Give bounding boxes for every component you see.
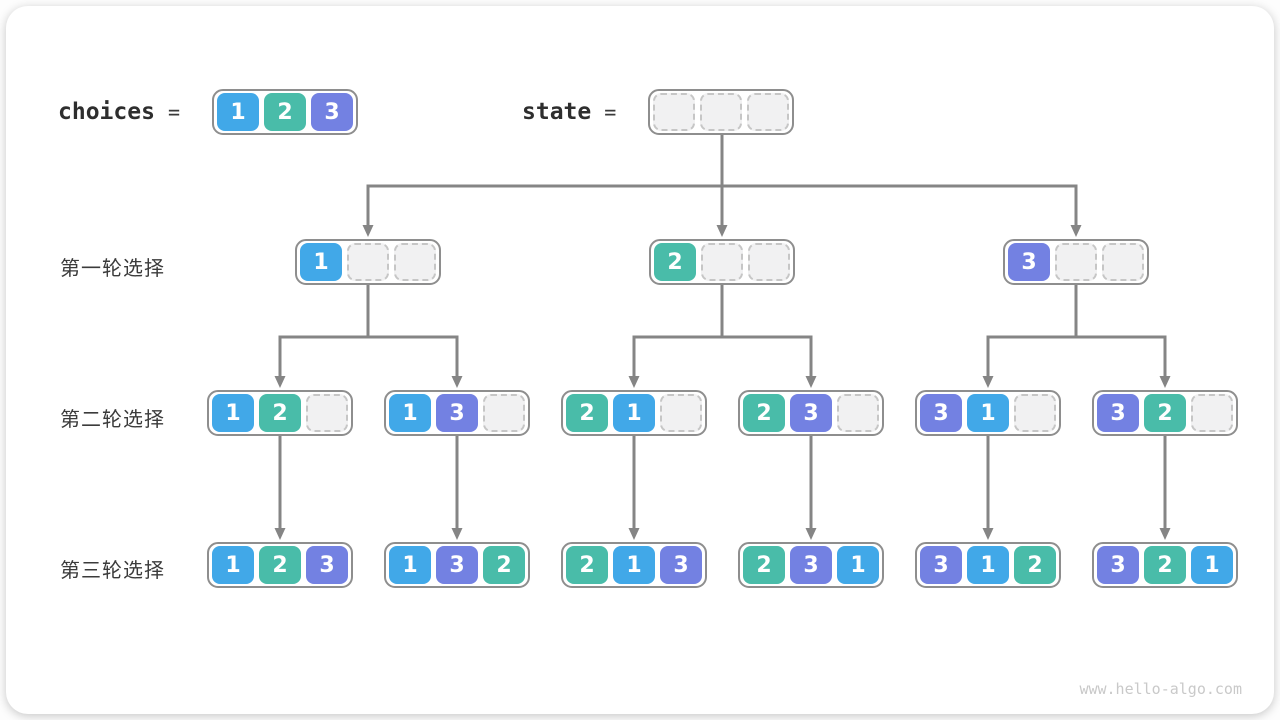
state-label: state =: [522, 89, 616, 135]
tree-node-r3-4: 2 3 1: [738, 542, 884, 588]
node-cell: [306, 394, 348, 432]
node-cell: 2: [566, 394, 608, 432]
choice-cell: 3: [311, 93, 353, 131]
state-cell: [747, 93, 789, 131]
node-cell: [748, 243, 790, 281]
node-cell: 1: [212, 394, 254, 432]
node-cell: 2: [1014, 546, 1056, 584]
node-cell: [347, 243, 389, 281]
tree-node-r3-6: 3 2 1: [1092, 542, 1238, 588]
tree-node-r1-2: 2: [649, 239, 795, 285]
node-cell: [701, 243, 743, 281]
tree-node-r2-1: 1 2: [207, 390, 353, 436]
node-cell: [1191, 394, 1233, 432]
state-cell: [700, 93, 742, 131]
node-cell: [483, 394, 525, 432]
node-cell: 1: [300, 243, 342, 281]
tree-node-r1-3: 3: [1003, 239, 1149, 285]
node-cell: [660, 394, 702, 432]
node-cell: 2: [259, 546, 301, 584]
tree-node-r2-2: 1 3: [384, 390, 530, 436]
node-cell: 2: [654, 243, 696, 281]
choice-cell: 2: [264, 93, 306, 131]
node-cell: 2: [1144, 546, 1186, 584]
node-cell: 3: [790, 546, 832, 584]
node-cell: 2: [743, 546, 785, 584]
watermark: www.hello-algo.com: [1079, 680, 1242, 698]
tree-node-r3-5: 3 1 2: [915, 542, 1061, 588]
node-cell: 1: [613, 394, 655, 432]
tree-node-r2-4: 2 3: [738, 390, 884, 436]
node-cell: 1: [613, 546, 655, 584]
round-1-label: 第一轮选择: [60, 258, 165, 280]
state-box-root: [648, 89, 794, 135]
equals-sign: =: [604, 100, 617, 124]
choice-cell: 1: [217, 93, 259, 131]
node-cell: 3: [1097, 394, 1139, 432]
node-cell: 3: [436, 546, 478, 584]
node-cell: [394, 243, 436, 281]
round-2-label: 第二轮选择: [60, 409, 165, 431]
node-cell: 2: [259, 394, 301, 432]
node-cell: [837, 394, 879, 432]
tree-node-r2-3: 2 1: [561, 390, 707, 436]
node-cell: 2: [743, 394, 785, 432]
node-cell: [1055, 243, 1097, 281]
node-cell: 1: [212, 546, 254, 584]
tree-node-r1-1: 1: [295, 239, 441, 285]
node-cell: 3: [920, 394, 962, 432]
node-cell: 1: [389, 546, 431, 584]
choices-box: 1 2 3: [212, 89, 358, 135]
node-cell: [1014, 394, 1056, 432]
node-cell: [1102, 243, 1144, 281]
node-cell: 1: [967, 394, 1009, 432]
choices-label: choices =: [58, 89, 180, 135]
node-cell: 3: [436, 394, 478, 432]
node-cell: 3: [920, 546, 962, 584]
node-cell: 2: [1144, 394, 1186, 432]
node-cell: 1: [967, 546, 1009, 584]
node-cell: 2: [483, 546, 525, 584]
equals-sign: =: [167, 100, 180, 124]
node-cell: 3: [306, 546, 348, 584]
choices-label-text: choices: [58, 99, 155, 125]
state-label-text: state: [522, 99, 592, 125]
node-cell: 1: [1191, 546, 1233, 584]
node-cell: 1: [837, 546, 879, 584]
node-cell: 3: [1008, 243, 1050, 281]
tree-node-r2-5: 3 1: [915, 390, 1061, 436]
node-cell: 1: [389, 394, 431, 432]
node-cell: 3: [660, 546, 702, 584]
tree-node-r3-3: 2 1 3: [561, 542, 707, 588]
node-cell: 3: [790, 394, 832, 432]
node-cell: 3: [1097, 546, 1139, 584]
tree-node-r3-2: 1 3 2: [384, 542, 530, 588]
node-cell: 2: [566, 546, 608, 584]
round-3-label: 第三轮选择: [60, 560, 165, 582]
state-cell: [653, 93, 695, 131]
tree-node-r2-6: 3 2: [1092, 390, 1238, 436]
diagram-card: [6, 6, 1274, 714]
tree-node-r3-1: 1 2 3: [207, 542, 353, 588]
